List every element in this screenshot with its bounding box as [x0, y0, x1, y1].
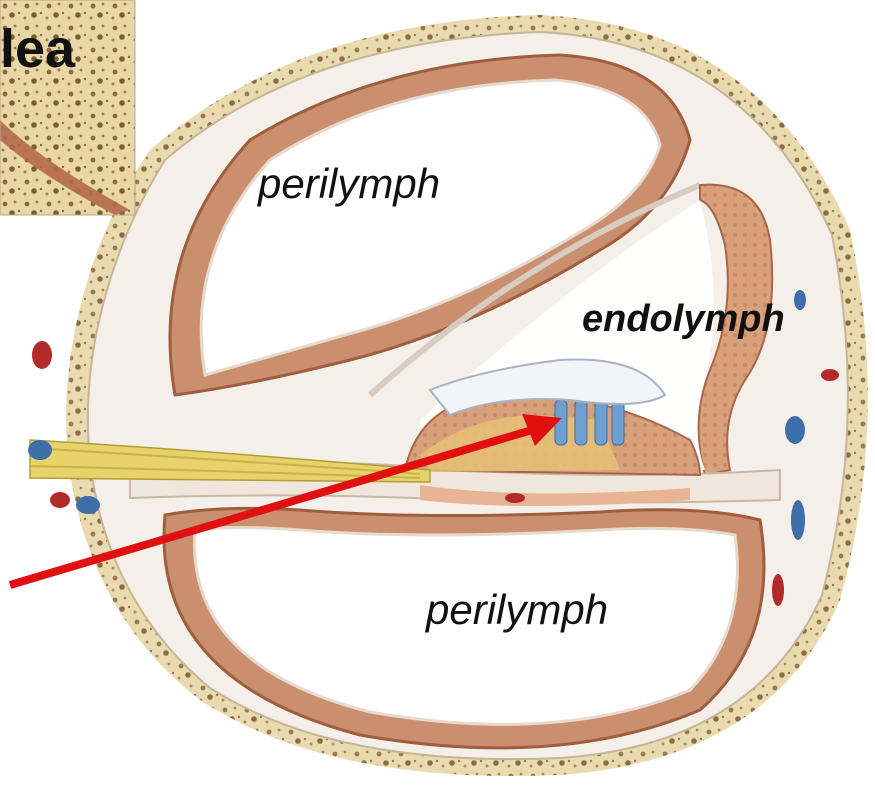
label-perilymph-top: perilymph [258, 160, 440, 208]
label-endolymph: endolymph [582, 298, 785, 341]
label-perilymph-bottom: perilymph [426, 586, 608, 634]
title-fragment: lea [0, 18, 75, 80]
